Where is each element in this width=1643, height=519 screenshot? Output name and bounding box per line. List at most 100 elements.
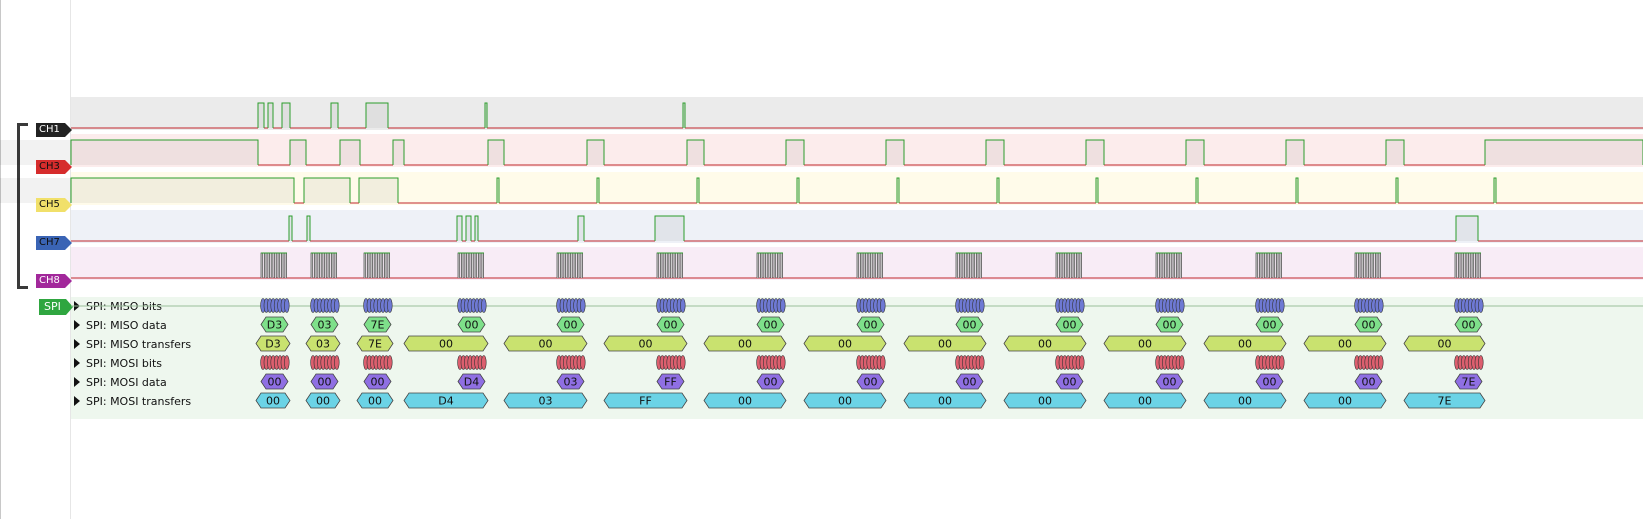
channel-tag-ch1[interactable]: CH1 <box>36 123 72 137</box>
channel-tag-ch7[interactable]: CH7 <box>36 236 72 250</box>
high-pulse <box>655 216 684 241</box>
data-word-label: 7E <box>1462 376 1476 389</box>
bit-group <box>856 355 886 370</box>
data-word <box>1255 316 1284 333</box>
high-pulse <box>485 103 487 128</box>
data-word <box>1454 373 1483 390</box>
high-level-line <box>306 215 311 241</box>
bit-group <box>856 298 886 313</box>
channel-tag-ch8[interactable]: CH8 <box>36 274 72 288</box>
transfer-label: 00 <box>938 338 952 351</box>
transfer-label: D4 <box>438 395 453 408</box>
data-word-label: 00 <box>1163 376 1177 389</box>
lane-ch1[interactable] <box>71 97 1643 130</box>
row-mosi-data[interactable]: SPI: MOSI data <box>74 375 167 391</box>
high-level-line <box>796 177 800 203</box>
bit-group <box>1354 355 1384 370</box>
high-level-line <box>288 215 293 241</box>
high-pulse <box>258 103 264 128</box>
bit-group <box>310 298 340 313</box>
trace-ch5 <box>0 172 1643 205</box>
transfer-segment <box>1403 392 1486 409</box>
clock-burst <box>955 252 982 278</box>
channel-group-bracket[interactable] <box>17 123 28 289</box>
lane-ch7[interactable] <box>71 210 1643 243</box>
high-pulse <box>986 140 1004 165</box>
expand-arrow-icon[interactable] <box>74 320 80 330</box>
data-word-label: 00 <box>664 319 678 332</box>
trace-ch8 <box>71 247 1643 280</box>
transfer-label: 03 <box>316 338 330 351</box>
clock-burst <box>1155 252 1182 278</box>
expand-arrow-icon[interactable] <box>74 377 80 387</box>
bit-mark <box>284 298 290 313</box>
data-word <box>856 316 885 333</box>
transfer-segment <box>603 335 688 352</box>
transfer-segment <box>305 335 341 352</box>
trace-ch1 <box>71 97 1643 130</box>
tag-shape-icon <box>36 160 72 174</box>
bit-group <box>756 355 786 370</box>
transfer-segment <box>803 392 887 409</box>
channel-label-ch7: CH7 <box>39 237 60 248</box>
transfer-label: 00 <box>1438 338 1452 351</box>
data-word-label: 00 <box>1263 319 1277 332</box>
high-pulse <box>1086 140 1104 165</box>
high-pulse <box>290 140 306 165</box>
high-level-line <box>696 177 700 203</box>
channel-tag-ch5[interactable]: CH5 <box>36 198 72 212</box>
high-pulse <box>587 140 604 165</box>
high-pulse <box>304 178 350 203</box>
high-level-line <box>267 102 274 128</box>
bit-group <box>1454 298 1484 313</box>
row-miso-transfers[interactable]: SPI: MISO transfers <box>74 337 191 353</box>
tag-shape-icon <box>36 198 72 212</box>
bit-group <box>363 298 393 313</box>
channel-tag-ch3[interactable]: CH3 <box>36 160 72 174</box>
transfer-segment <box>1103 392 1187 409</box>
data-word <box>1055 316 1084 333</box>
data-word-label: 7E <box>371 319 385 332</box>
high-level-line <box>1493 177 1497 203</box>
data-word <box>955 373 984 390</box>
expand-arrow-icon[interactable] <box>74 339 80 349</box>
row-mosi-bits[interactable]: SPI: MOSI bits <box>74 356 162 372</box>
expand-arrow-icon[interactable] <box>74 358 80 368</box>
data-word <box>260 373 289 390</box>
bit-group <box>955 355 985 370</box>
high-level-line <box>1455 215 1479 241</box>
lane-ch8[interactable] <box>71 247 1643 280</box>
transfer-segment <box>703 335 787 352</box>
data-word-label: 00 <box>1462 319 1476 332</box>
expand-arrow-icon[interactable] <box>74 396 80 406</box>
bit-mark <box>780 298 786 313</box>
transfer-segment <box>1003 392 1087 409</box>
data-word-label: 00 <box>268 376 282 389</box>
data-word-label: 00 <box>864 376 878 389</box>
bit-mark <box>979 298 985 313</box>
decoder-tag-spi[interactable]: SPI <box>39 299 73 315</box>
high-pulse <box>366 103 388 128</box>
bit-mark <box>979 355 985 370</box>
bit-mark <box>387 298 393 313</box>
bit-group <box>457 298 487 313</box>
data-word-label: 00 <box>318 376 332 389</box>
high-pulse <box>1396 178 1398 203</box>
data-word-label: 00 <box>371 376 385 389</box>
transfer-segment <box>703 392 787 409</box>
row-mosi-transfers[interactable]: SPI: MOSI transfers <box>74 394 191 410</box>
row-miso-data[interactable]: SPI: MISO data <box>74 318 167 334</box>
data-word <box>756 373 785 390</box>
data-word <box>556 316 585 333</box>
high-pulse <box>886 140 904 165</box>
high-pulse <box>359 178 398 203</box>
bit-group <box>656 355 686 370</box>
lane-ch5[interactable] <box>0 172 1643 205</box>
high-pulse <box>1494 178 1496 203</box>
data-word <box>856 373 885 390</box>
transfer-segment <box>356 392 394 409</box>
data-word-label: 00 <box>764 376 778 389</box>
data-word <box>363 316 392 333</box>
bit-group <box>556 355 586 370</box>
